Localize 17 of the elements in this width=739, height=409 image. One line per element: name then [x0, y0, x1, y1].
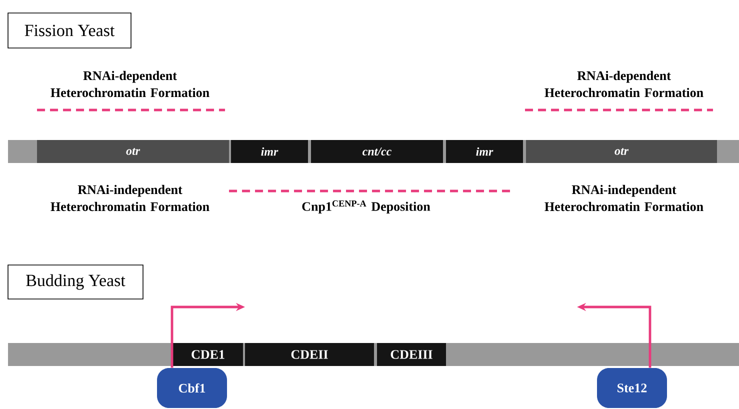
protein-box: Cbf1 — [157, 368, 227, 408]
region-label: RNAi-dependent Heterochromatin Formation — [544, 70, 704, 98]
region-label: RNAi-independent Heterochromatin Formation — [50, 184, 210, 212]
region-label: RNAi-independent Heterochromatin Formation — [544, 184, 704, 212]
chromosome-segment: otr — [526, 140, 717, 163]
title-box: Budding Yeast — [8, 264, 144, 300]
chromosome-segment: imr — [446, 140, 523, 163]
cde-segment: CDE1 — [173, 343, 243, 366]
region-label: Cnp1$^{CENP-A}$ Deposition — [302, 200, 430, 214]
region-label: RNAi-dependent Heterochromatin Formation — [50, 70, 210, 98]
title-box: Fission Yeast — [8, 12, 132, 48]
chromosome-segment: otr — [37, 140, 229, 163]
cde-segment: CDEIII — [377, 343, 446, 366]
protein-box: Ste12 — [597, 368, 667, 408]
cde-segment: CDEII — [245, 343, 374, 366]
chromosome-segment: cnt/cc — [311, 140, 443, 163]
chromosome-segment: imr — [231, 140, 308, 163]
